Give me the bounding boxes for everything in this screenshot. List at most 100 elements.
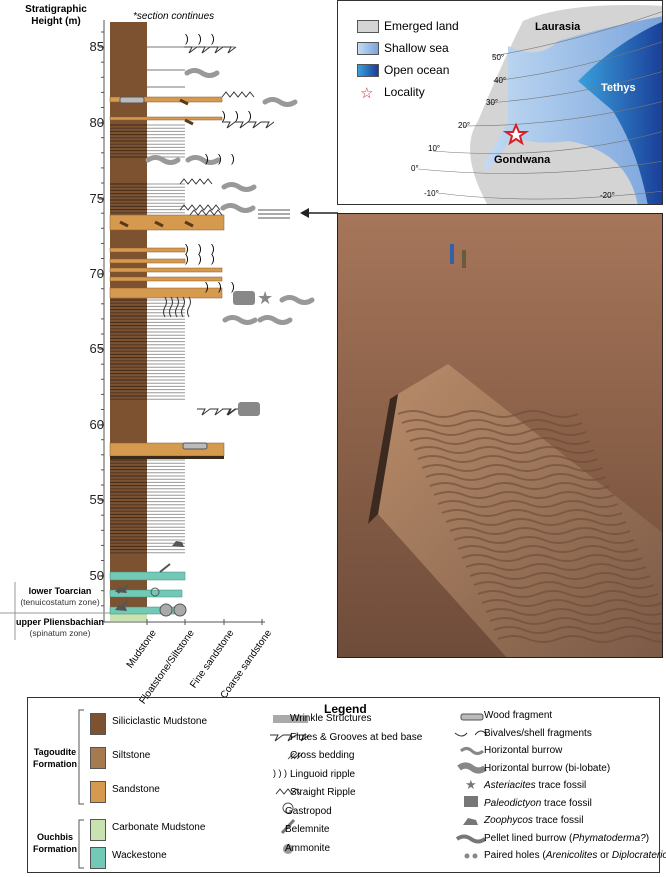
y-axis-title: Stratigraphic Height (m) [25,4,87,27]
ripple-mark [433,491,615,499]
lithology-swatch [90,819,106,841]
lithology-label: Carbonate Mudstone [112,822,206,833]
sandstone-bed [109,276,223,282]
linguoid-ripple-icon: ) [211,33,215,45]
label-laurasia: Laurasia [535,21,581,33]
trace-label-part: Paleodictyon [484,797,542,809]
horizontal-burrow-icon [184,68,220,78]
trace-label-part: Diplocraterion [611,850,666,861]
y-tick-label: 75 [89,191,104,206]
linguoid-ripple-icon: ) [211,253,215,265]
trace-label-part: trace fossil [541,797,592,809]
ripple-mark [465,563,647,571]
stratigraphic-column: ))))))))))))))))))★ [0,20,315,640]
lat-50: 50° [492,53,505,62]
lat-40: 40° [494,76,507,85]
ripple-mark [473,581,655,589]
section-note: *section continues [133,11,215,22]
arrow-to-photo [300,208,338,218]
structure-label: Flutes & Grooves at bed base [290,731,423,743]
horizontal-burrow-icon [220,203,256,213]
trace-label: Horizontal burrow [484,745,562,756]
wood-fragment-icon [182,442,208,450]
ripple-mark [457,545,639,553]
ripple-mark [409,437,591,445]
trace-label-part: Bivalves/shell fragments [484,727,592,739]
open-ocean-swatch [357,64,379,77]
y-tick-label: 85 [89,39,104,54]
map-legend-shallow-sea: Shallow sea [384,41,449,55]
y-tick-label: 70 [89,266,104,281]
linguoid-ripple-set-icon [175,296,179,318]
trace-label-part: or [597,850,612,861]
ripple-mark [397,410,579,418]
trace-label: Paleodictyon trace fossil [484,798,592,809]
cross-bedding-icon [179,98,189,106]
person-figure [450,244,454,264]
wood-fragment-icon [460,713,484,721]
ripple-mark [489,617,662,625]
structure-label: Wrinkle Structures [290,713,372,724]
horizontal-burrow-icon [279,295,315,305]
pellet-lined-burrow-icon [455,834,487,844]
linguoid-ripple-icon: ) [218,281,222,293]
ripple-mark [453,536,635,544]
flutes-grooves-icon [222,121,275,129]
ripple-mark [405,428,587,436]
structure-label: Straight Ripple [290,787,356,798]
legend-box: Legend Tagoudite Formation Ouchbis Forma… [27,697,666,873]
ammonite-icon [283,844,293,854]
lithology-label: Siltstone [112,750,151,761]
cross-bedding-icon [184,220,194,228]
ripple-mark [413,446,595,454]
ripple-mark [449,527,631,535]
ripple-mark [485,608,662,616]
lat-minus10: -10° [424,189,439,198]
lat-minus20: -20° [600,191,615,200]
ripple-mark [497,635,662,643]
ripple-mark [425,473,607,481]
label-gondwana: Gondwana [494,154,551,166]
formation-brackets [78,709,84,869]
sandstone-bed [109,96,223,103]
cross-bedding-icon [296,752,304,760]
horizontal-burrow-icon [145,155,181,165]
linguoid-ripple-icon: ) [211,243,215,255]
structure-icons: ) ) ) [270,715,310,854]
zoophycos-icon [463,818,478,825]
trace-label-part: Horizontal burrow (bi-lobate) [484,762,611,774]
map-legend-open-ocean: Open ocean [384,63,450,77]
lat-10: 10° [428,144,441,153]
structure-label: Cross bedding [290,750,355,761]
wackestone-bed [109,571,186,581]
ripple-mark [469,572,651,580]
lat-30: 30° [486,98,499,107]
outcrop-photo-drawing [338,214,662,657]
trace-label-part: trace fossil [532,815,584,826]
ripple-mark [401,419,583,427]
ripple-mark [461,554,643,562]
trace-label: Asteriacites trace fossil [484,780,586,791]
ripple-mark [493,626,662,634]
cross-bedding-icon [154,220,164,228]
paired-holes-icon [472,853,478,859]
linguoid-ripple-icon: ) [231,153,235,165]
locality-star-icon: ☆ [360,85,374,102]
ripple-mark [477,590,659,598]
mudstone-body [110,22,147,614]
trace-label-part: ) [645,832,650,844]
linguoid-ripple-icon: ) [235,110,239,122]
horizontal-burrow-icon [262,97,298,107]
straight-ripple-icon [179,204,221,211]
map-legend-locality: Locality [384,85,425,99]
linguoid-ripple-icon: ) [231,281,235,293]
trace-label: Zoophycos trace fossil [484,815,584,826]
linguoid-ripple-icon: ) [185,253,189,265]
zoophycos-icon [115,587,127,593]
label-tethys: Tethys [601,82,636,94]
lithology-label: Sandstone [112,784,160,795]
linguoid-ripple-set-icon [181,296,185,318]
linguoid-ripple-icon: ) [198,253,202,265]
zone-upper-pliensbachian: upper Pliensbachian [15,617,105,627]
